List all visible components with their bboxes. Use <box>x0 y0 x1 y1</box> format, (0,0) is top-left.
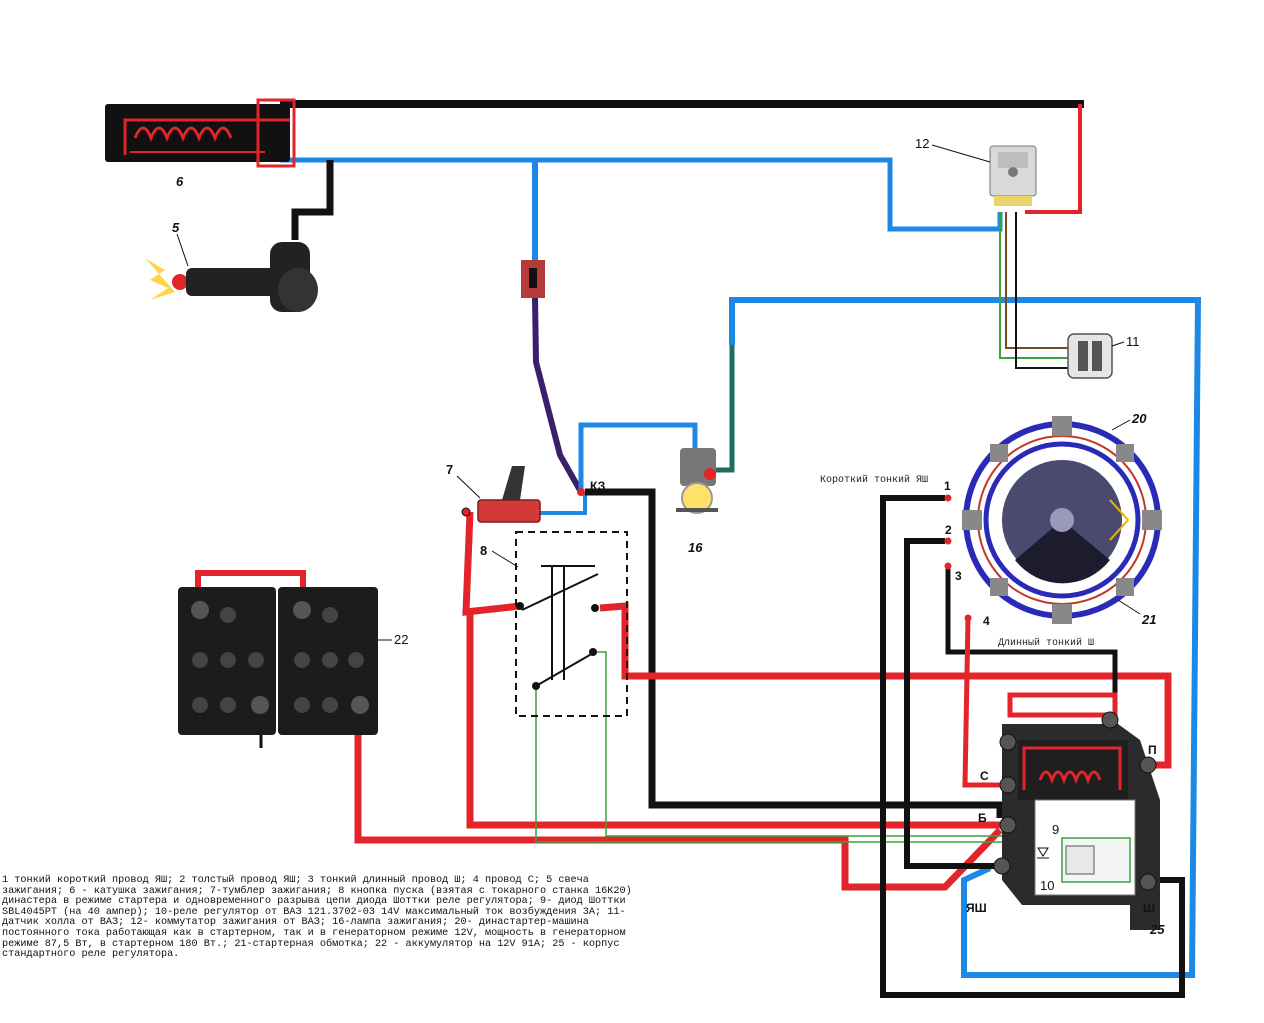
node-k3 <box>577 488 585 496</box>
schottky-diode <box>1037 847 1049 859</box>
label-hall-sensor: 11 <box>1126 334 1140 349</box>
wire-red-switch-down <box>462 511 521 616</box>
label-lamp: 16 <box>688 540 703 555</box>
label-wire-2: 2 <box>945 523 952 537</box>
wire-teal-lamp <box>716 345 735 473</box>
label-switch: 7 <box>446 462 453 477</box>
label-coil: 6 <box>176 174 184 189</box>
note-short-thin: Короткий тонкий ЯШ <box>820 474 928 486</box>
label-regulator-housing: 25 <box>1149 922 1165 937</box>
label-schottky-diode: 9 <box>1052 822 1059 837</box>
battery <box>178 587 378 748</box>
wire-red-battery-jumper <box>195 570 306 596</box>
wire-green-button-1 <box>535 686 1012 843</box>
wire-black-stator-2 <box>904 538 1002 869</box>
label-start-button: 8 <box>480 543 487 558</box>
ignition-commutator <box>989 145 1037 206</box>
wire-coil-plug-black <box>291 160 334 240</box>
label-battery: 22 <box>394 632 408 647</box>
wire-red-button-p <box>599 602 1172 769</box>
wire-blue-k3-lamp <box>578 422 698 492</box>
wire-blue-switch-k3 <box>540 492 587 515</box>
ignition-coil <box>105 98 296 168</box>
label-commutator: 12 <box>915 136 929 151</box>
wire-red-battery-b <box>354 730 1003 891</box>
wire-green-button-2 <box>593 651 1012 837</box>
note-long-thin: Длинный тонкий Ш <box>998 637 1094 649</box>
ignition-toggle-switch <box>461 466 541 523</box>
wire-coil-blue <box>280 157 1003 232</box>
start-button <box>515 531 628 717</box>
wire-red-commutator <box>1025 104 1082 214</box>
wire-black-stator-1 <box>880 495 1185 998</box>
wire-purple-fuse-k3 <box>532 297 584 494</box>
spark-plug <box>145 242 318 312</box>
label-spark-plug: 5 <box>172 220 180 235</box>
hall-sensor <box>1067 333 1113 379</box>
fuse <box>521 260 545 298</box>
label-relay-regulator: 10 <box>1040 878 1054 893</box>
wire-green-hall <box>999 212 1070 359</box>
label-terminal-c: С <box>980 769 989 783</box>
regulator-housing <box>993 692 1160 930</box>
legend-text: 1 тонкий короткий провод ЯШ; 2 толстый п… <box>2 875 632 961</box>
wire-black-k3-long <box>585 488 1004 818</box>
wire-red-left-b <box>466 612 1000 829</box>
label-terminal-p: П <box>1148 743 1157 757</box>
label-k3: КЗ <box>590 479 605 493</box>
wire-red-c <box>962 617 1002 788</box>
label-dynastarter: 20 <box>1131 411 1147 426</box>
label-wire-4: 4 <box>983 614 990 628</box>
label-terminal-b: Б <box>978 811 987 825</box>
wire-brown-hall <box>1005 212 1070 349</box>
dynastarter <box>962 416 1162 624</box>
wire-black-stator-3 <box>945 566 1118 712</box>
wire-black-hall <box>1015 212 1070 369</box>
label-wire-3: 3 <box>955 569 962 583</box>
wire-coil-top-black <box>280 100 1084 108</box>
label-terminal-sh: Ш <box>1143 901 1155 915</box>
label-terminal-yash: ЯШ <box>966 901 987 915</box>
ignition-lamp <box>676 448 718 514</box>
label-wire-1: 1 <box>944 479 951 493</box>
wire-blue-big-loop <box>729 297 1202 978</box>
label-starter-winding: 21 <box>1141 612 1156 627</box>
